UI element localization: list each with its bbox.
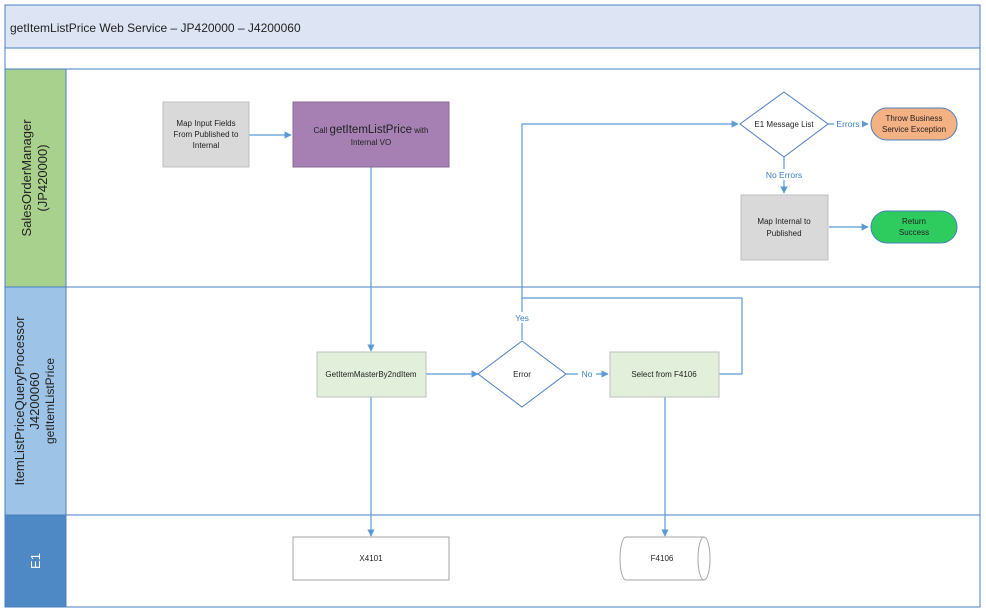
lane-processor-header [4,286,67,516]
lane-sales-label-2: (JP420000) [35,144,50,211]
edge-yes-to-msglist [521,120,739,340]
diagram-title: getItemListPrice Web Service – JP420000 … [10,21,301,35]
call-method: getItemListPrice [330,124,412,136]
blank-row [4,47,981,70]
connectors [249,120,869,537]
msg-list-diamond [739,91,829,158]
get-master-label: GetItemMasterBy2ndItem [325,370,416,379]
edge-select-loop [522,297,743,375]
map-input-box [162,101,250,168]
throw-label-1: Throw Business [886,114,943,123]
error-diamond [477,340,567,408]
lane-sales-header [4,68,67,288]
lane-processor-label-1: ItemListPriceQueryProcessor [12,316,27,486]
error-label: Error [513,370,531,379]
call-label-1: Call getItemListPrice with [314,124,429,136]
edge-label-no-errors: No Errors [766,170,802,180]
lane-sales-label-1: SalesOrderManager [19,119,34,237]
msg-list-label: E1 Message List [754,120,814,129]
get-master-box [316,351,427,398]
x4101-box [292,536,450,581]
call-suffix: with [412,126,428,135]
map-input-label-1: Map Input Fields [176,119,235,128]
call-box [292,101,450,168]
success-label-1: Return [902,217,926,226]
edge-label-yes: Yes [515,313,529,323]
call-label-2: Internal VO [351,138,391,147]
lane-processor-body [4,286,981,516]
return-success-box [870,210,958,244]
lane-sales-body [4,68,981,288]
map-internal-box [740,194,829,261]
select-box [609,351,720,398]
map-internal-label-1: Map Internal to [757,217,811,226]
call-prefix: Call [314,126,330,135]
lane-e1-header [4,514,67,608]
x4101-label: X4101 [359,554,383,563]
lane-processor-label-2: J4200060 [27,372,42,429]
success-label-2: Success [899,228,929,237]
header-bar [4,4,981,49]
throw-label-2: Service Exception [882,125,946,134]
lane-processor-label-3: getItemListPrice [43,358,57,444]
edge-label-errors: Errors [836,119,859,129]
lane-e1-body [4,514,981,608]
map-internal-label-2: Published [766,229,801,238]
select-label: Select from F4106 [631,370,697,379]
edge-label-no: No [582,369,593,379]
map-input-label-3: Internal [193,141,220,150]
lane-e1-label: E1 [28,553,43,569]
f4106-cylinder-end [697,536,705,581]
map-input-label-2: From Published to [174,130,239,139]
throw-exception-box [870,107,958,141]
f4106-label: F4106 [651,554,674,563]
